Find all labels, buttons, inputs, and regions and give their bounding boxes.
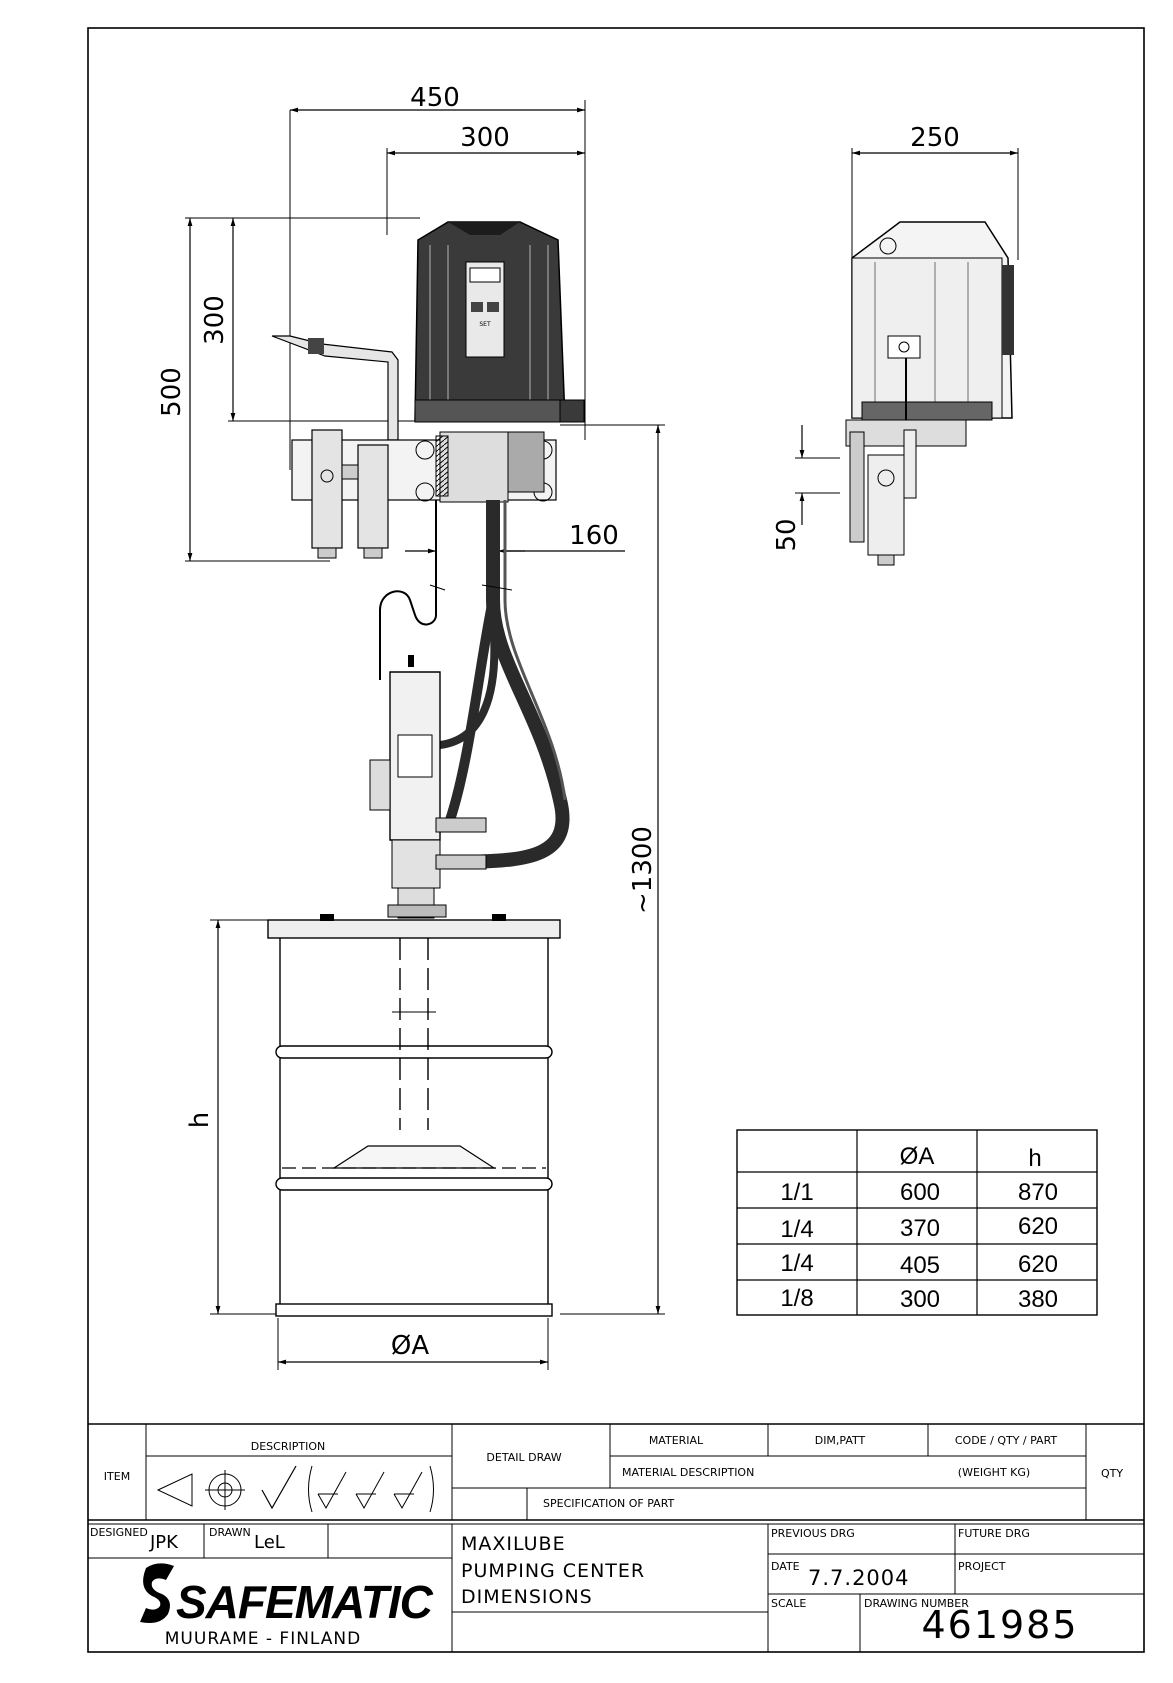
company-logo-wordmark: SAFEMATIC <box>176 1576 434 1628</box>
control-set-button: SET <box>479 321 491 328</box>
size-table-size: 1/8 <box>780 1285 813 1312</box>
table-row: 1/4 405 620 <box>780 1250 1058 1279</box>
dimension-h: h <box>185 919 290 1315</box>
title-dim-patt-label: DIM,PATT <box>815 1434 866 1447</box>
designed-label: DESIGNED <box>90 1526 148 1539</box>
previous-drg-label: PREVIOUS DRG <box>771 1527 855 1540</box>
size-table-height: 620 <box>1018 1251 1058 1278</box>
title-description-label: DESCRIPTION <box>251 1440 325 1453</box>
project-label: PROJECT <box>958 1560 1006 1573</box>
dimension-160: 160 <box>405 500 625 556</box>
size-table-diameter: 600 <box>900 1179 940 1206</box>
size-table-header-diameter: ØA <box>900 1143 935 1170</box>
dimension-50: 50 <box>772 425 840 552</box>
scale-label: SCALE <box>771 1597 806 1610</box>
drawn-value: LeL <box>254 1532 285 1553</box>
title-specification-label: SPECIFICATION OF PART <box>543 1497 675 1510</box>
sheet-border <box>87 27 1145 1653</box>
drawing-title-line3: DIMENSIONS <box>461 1586 593 1608</box>
size-table-size: 1/4 <box>780 1216 813 1243</box>
company-location: MUURAME - FINLAND <box>165 1629 361 1649</box>
date-value: 7.7.2004 <box>808 1566 910 1590</box>
table-row: 1/1 600 870 <box>780 1179 1058 1206</box>
size-table-header-h: h <box>1028 1145 1041 1172</box>
dimension-250: 250 <box>851 123 1019 260</box>
designed-value: JPK <box>149 1532 179 1553</box>
dimension-diameter-a-label: ØA <box>391 1331 429 1361</box>
size-table-height: 620 <box>1018 1213 1058 1240</box>
table-row: 1/4 370 620 <box>780 1213 1058 1243</box>
side-view-regulator <box>845 419 967 566</box>
dimension-300-top-label: 300 <box>460 123 510 153</box>
dimension-500: 500 <box>157 217 330 562</box>
dimension-300-side: 300 <box>200 217 420 422</box>
description-symbols <box>156 1465 434 1513</box>
drawing-title-line1: MAXILUBE <box>461 1533 566 1555</box>
title-code-qty-part-label: CODE / QTY / PART <box>955 1434 1058 1447</box>
size-table-size: 1/1 <box>780 1179 813 1206</box>
dimension-1300: ~1300 <box>560 424 665 1315</box>
front-view-air-regulator <box>311 429 389 559</box>
size-table-diameter: 370 <box>900 1215 940 1242</box>
dimension-450-label: 450 <box>410 83 460 113</box>
title-material-label: MATERIAL <box>649 1434 704 1447</box>
title-block: ITEM DESCRIPTION DETAIL DRAW MATERIAL DI… <box>88 1423 1144 1652</box>
title-item-label: ITEM <box>104 1470 130 1483</box>
date-label: DATE <box>771 1560 800 1573</box>
title-detail-draw-label: DETAIL DRAW <box>486 1451 561 1464</box>
dimension-h-label: h <box>185 1112 215 1128</box>
size-table-diameter: 300 <box>900 1286 940 1313</box>
dimension-160-label: 160 <box>569 521 619 551</box>
size-table-height: 870 <box>1018 1179 1058 1206</box>
dimension-450: 450 <box>289 83 586 470</box>
front-view-barrel <box>267 914 561 1317</box>
front-view-lever <box>271 335 399 441</box>
size-table-size: 1/4 <box>780 1250 813 1277</box>
dimension-50-label: 50 <box>772 518 802 551</box>
drawn-label: DRAWN <box>209 1526 251 1539</box>
dimension-300-side-label: 300 <box>200 295 230 345</box>
dimension-300-top: 300 <box>386 123 585 235</box>
drawing-number-value: 461985 <box>921 1603 1078 1647</box>
title-material-description-label: MATERIAL DESCRIPTION <box>622 1466 754 1479</box>
dimension-diameter-a: ØA <box>277 1318 549 1370</box>
future-drg-label: FUTURE DRG <box>958 1527 1030 1540</box>
dimension-250-label: 250 <box>910 123 960 153</box>
side-view-pump-motor <box>851 221 1014 430</box>
size-table-height: 380 <box>1018 1286 1058 1313</box>
table-row: 1/8 300 380 <box>780 1285 1058 1313</box>
drawing-title-line2: PUMPING CENTER <box>461 1560 645 1582</box>
title-qty-label: QTY <box>1101 1467 1123 1480</box>
drawing-number-label: DRAWING NUMBER <box>864 1597 969 1610</box>
front-view-pump-motor: SET <box>414 221 585 423</box>
front-view-pump-body <box>369 655 487 919</box>
dimension-1300-label: ~1300 <box>628 826 658 914</box>
size-table-diameter: 405 <box>900 1252 940 1279</box>
dimension-500-label: 500 <box>157 367 187 417</box>
size-table: ØA h 1/1 600 870 1/4 370 620 1/4 405 620… <box>736 1129 1098 1316</box>
title-weight-label: (WEIGHT KG) <box>958 1466 1030 1479</box>
company-logo: SAFEMATIC <box>140 1563 435 1628</box>
front-view-hoses <box>379 500 570 869</box>
